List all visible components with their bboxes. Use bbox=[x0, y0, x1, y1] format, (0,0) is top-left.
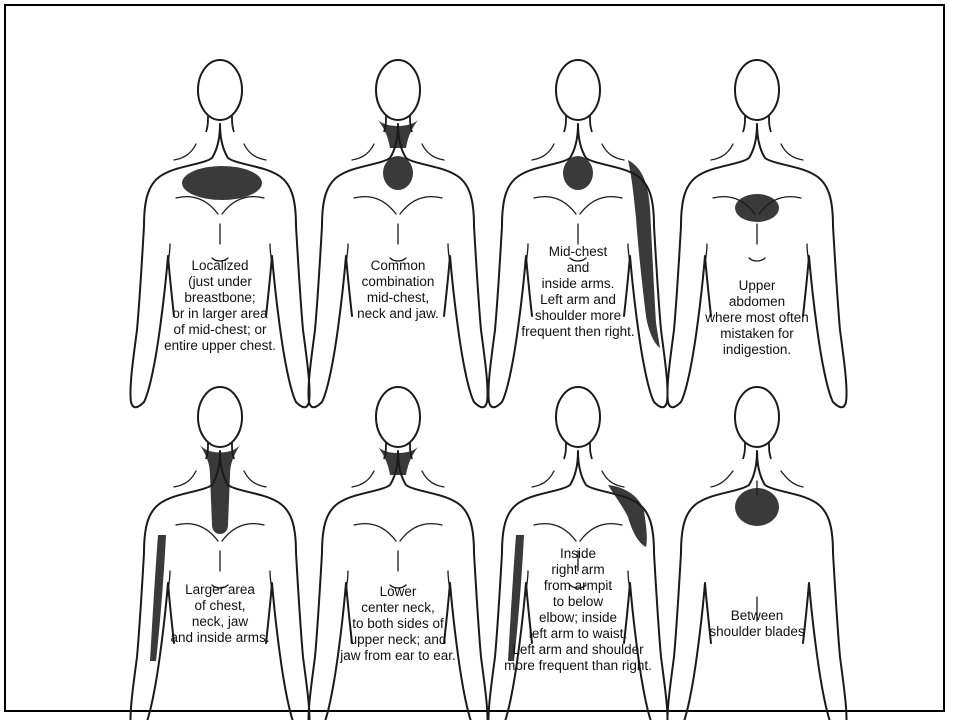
caption-line: neck and jaw. bbox=[357, 306, 439, 322]
figure-chest-neck-jaw-arms bbox=[120, 375, 320, 720]
caption-line: mistaken for bbox=[705, 326, 809, 342]
caption-line: combination bbox=[357, 274, 439, 290]
caption-line: right arm bbox=[504, 562, 652, 578]
caption-line: upper neck; and bbox=[340, 632, 456, 648]
caption-line: shoulder more bbox=[521, 308, 634, 324]
caption-line: or in larger area bbox=[164, 306, 276, 322]
caption-line: abdomen bbox=[705, 294, 809, 310]
caption-line: center neck, bbox=[340, 600, 456, 616]
caption-line: Larger area bbox=[170, 582, 269, 598]
anatomy-lines bbox=[344, 471, 452, 601]
shaded-region-small-chest bbox=[383, 156, 413, 190]
caption-line: Upper bbox=[705, 278, 809, 294]
caption-line: inside arms. bbox=[521, 276, 634, 292]
torso-outline bbox=[667, 124, 846, 407]
figure-localized-chest bbox=[120, 48, 320, 418]
caption-line: from armpit bbox=[504, 578, 652, 594]
caption-line: to below bbox=[504, 594, 652, 610]
caption-line: neck, jaw bbox=[170, 614, 269, 630]
head-outline bbox=[735, 60, 779, 120]
figure-lower-neck-jaw bbox=[298, 375, 498, 720]
caption-line: and bbox=[521, 260, 634, 276]
caption-line: breastbone; bbox=[164, 290, 276, 306]
caption-line: left arm to waist. bbox=[504, 626, 652, 642]
caption-line: Left arm and bbox=[521, 292, 634, 308]
shaded-region-small-chest bbox=[563, 156, 593, 190]
caption-line: shoulder blades bbox=[709, 624, 804, 640]
caption-line: Common bbox=[357, 258, 439, 274]
shaded-region-right-arm bbox=[150, 535, 166, 661]
figure-chest-inside-arms bbox=[478, 48, 678, 418]
caption-line: (just under bbox=[164, 274, 276, 290]
caption-line: Mid-chest bbox=[521, 244, 634, 260]
caption-line: mid-chest, bbox=[357, 290, 439, 306]
caption-line: indigestion. bbox=[705, 342, 809, 358]
figure-upper-abdomen bbox=[657, 48, 857, 418]
caption-line: entire upper chest. bbox=[164, 338, 276, 354]
caption-line: more frequent than right. bbox=[504, 658, 652, 674]
anatomy-lines bbox=[166, 144, 274, 274]
caption-line: frequent then right. bbox=[521, 324, 634, 340]
head-outline bbox=[198, 387, 242, 447]
caption-line: where most often bbox=[705, 310, 809, 326]
caption-line: Localized bbox=[164, 258, 276, 274]
caption-line: and inside arms. bbox=[170, 630, 269, 646]
caption-line: Between bbox=[709, 608, 804, 624]
head-outline bbox=[198, 60, 242, 120]
caption-line: of chest, bbox=[170, 598, 269, 614]
shaded-region-abdomen bbox=[735, 194, 779, 222]
head-outline bbox=[735, 387, 779, 447]
shaded-region-wide-chest bbox=[182, 166, 262, 200]
head-outline bbox=[556, 60, 600, 120]
caption-line: Left arm and shoulder bbox=[504, 642, 652, 658]
caption-line: Inside bbox=[504, 546, 652, 562]
caption-line: to both sides of bbox=[340, 616, 456, 632]
figure-between-shoulder-blades bbox=[657, 375, 857, 720]
caption-line: jaw from ear to ear. bbox=[340, 648, 456, 664]
head-outline bbox=[376, 387, 420, 447]
head-outline bbox=[556, 387, 600, 447]
caption-line: Lower bbox=[340, 584, 456, 600]
figure-chest-neck-jaw bbox=[298, 48, 498, 418]
head-outline bbox=[376, 60, 420, 120]
caption-line: elbow; inside bbox=[504, 610, 652, 626]
caption-line: of mid-chest; or bbox=[164, 322, 276, 338]
